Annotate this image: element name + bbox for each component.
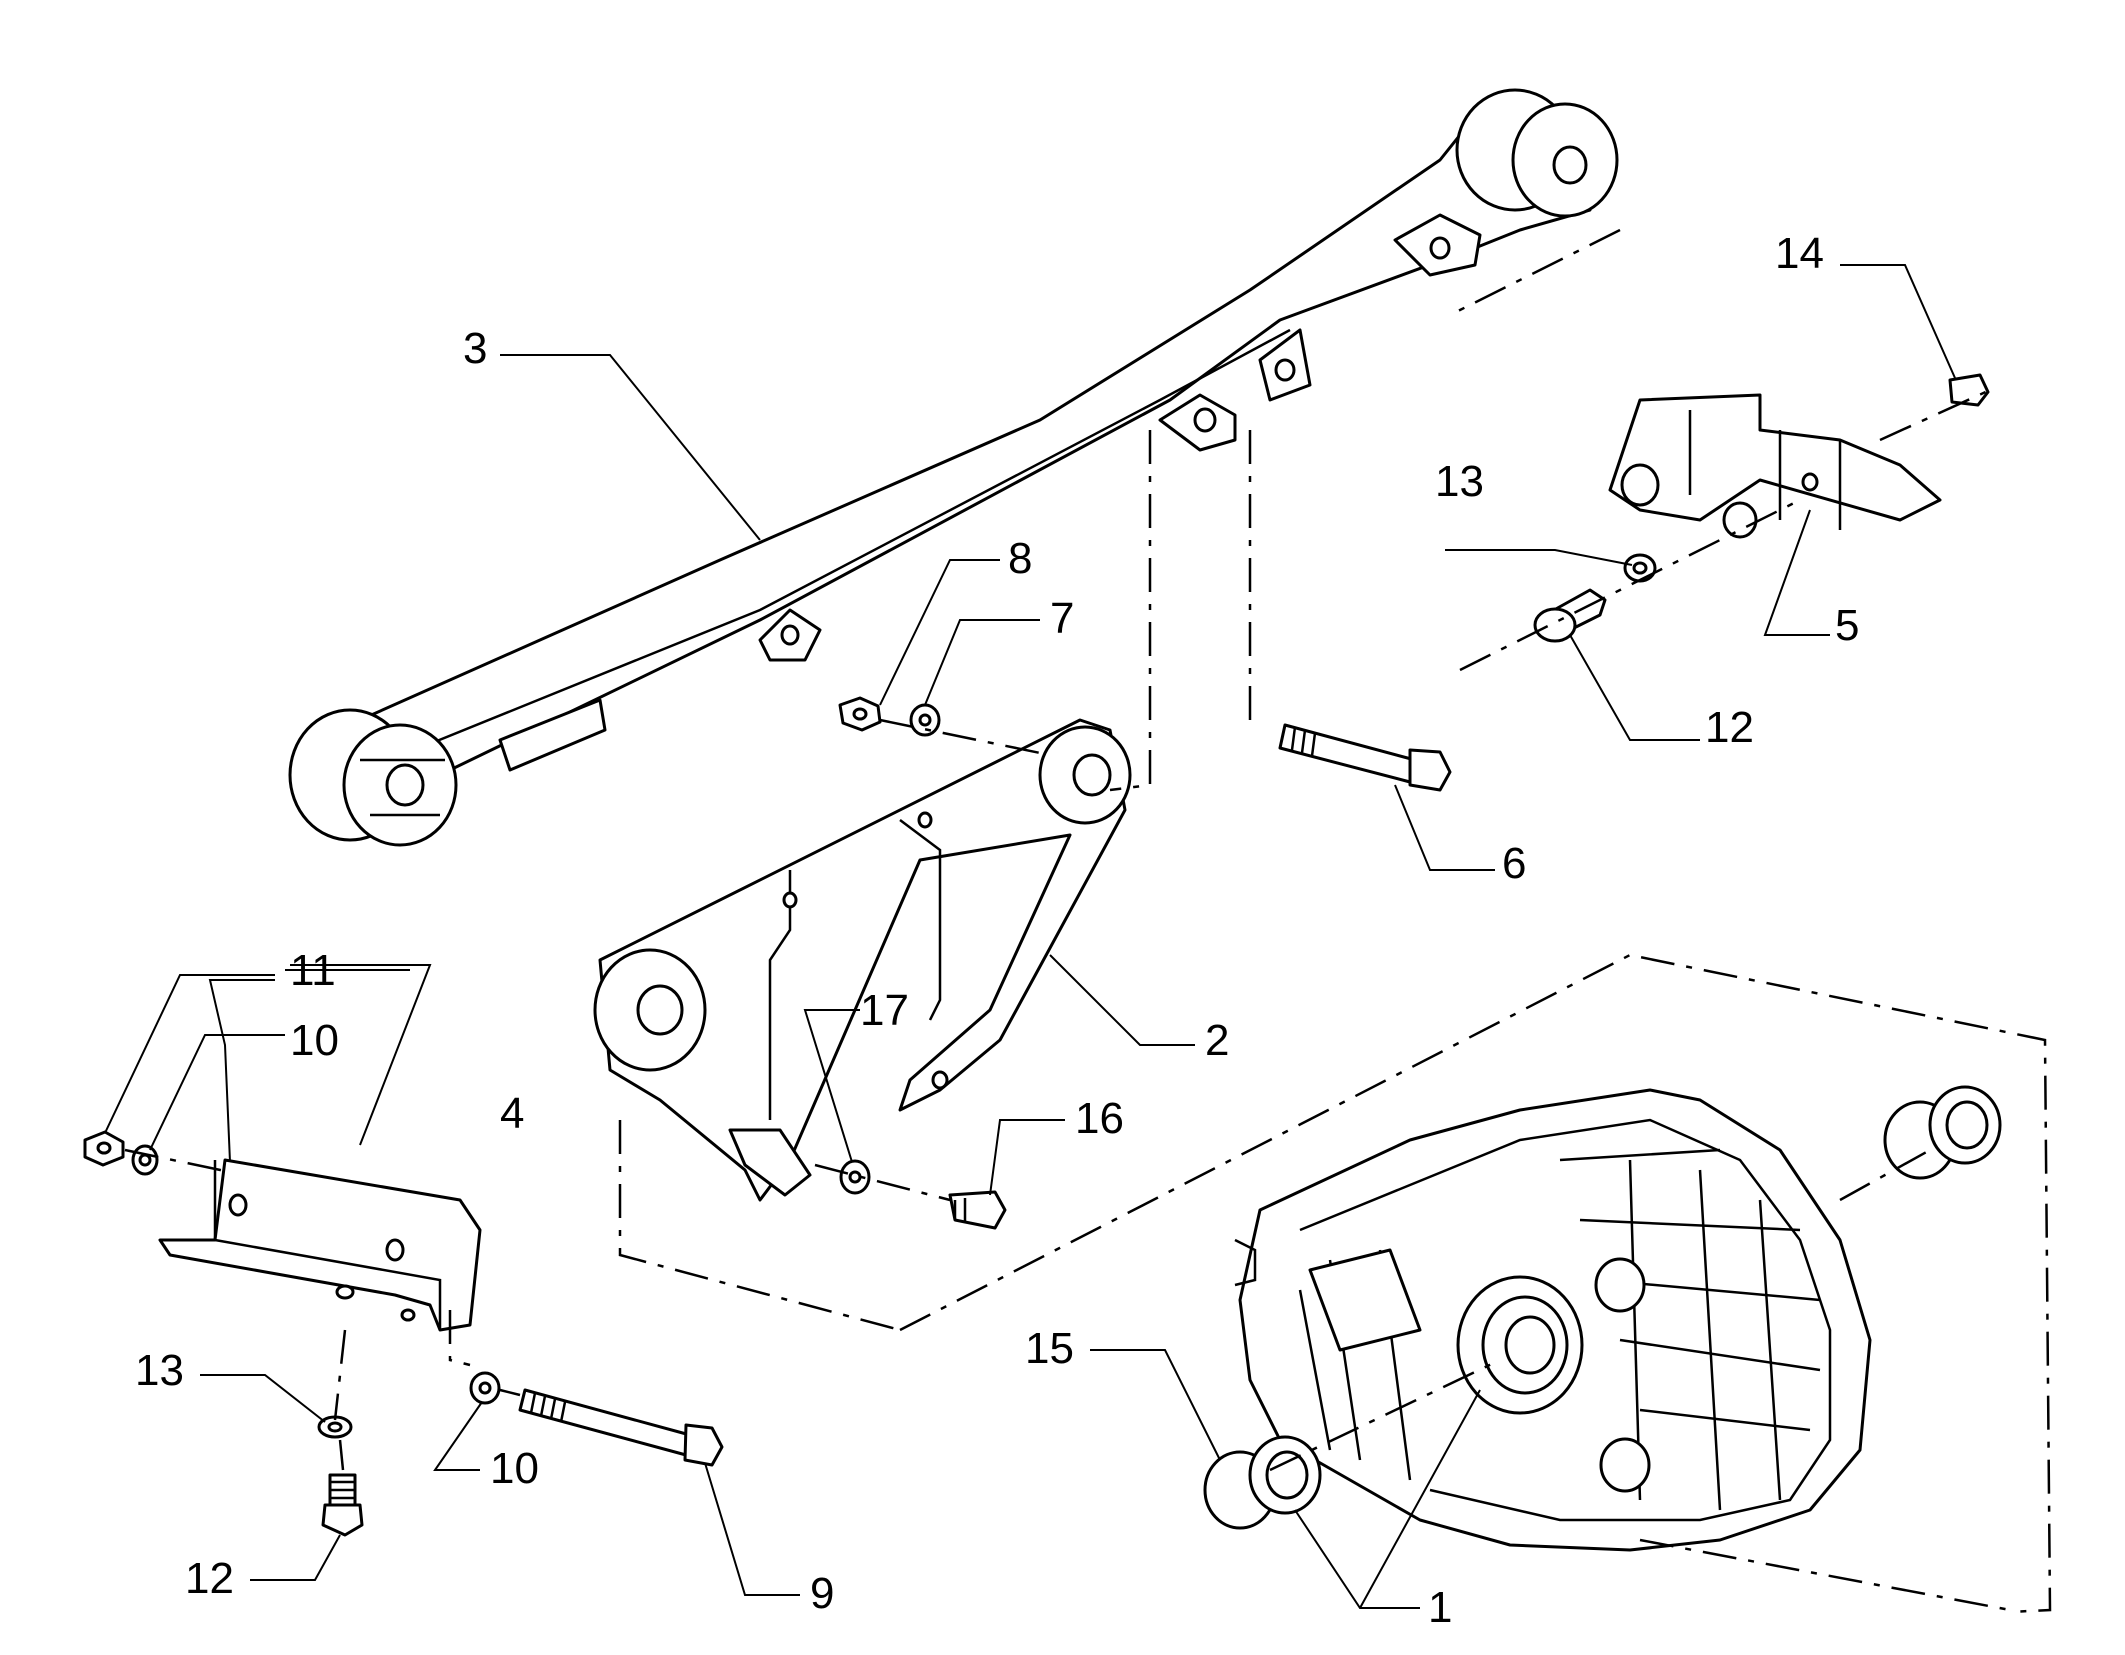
washer-10-lower [469,1371,501,1405]
callout-14: 14 [1775,229,1824,278]
lower-left-angle-bracket [158,1158,482,1332]
callout-10-upper: 10 [290,1016,339,1065]
callout-8: 8 [1008,534,1032,583]
nut-8 [838,696,882,732]
callout-16: 16 [1075,1094,1124,1143]
output-seal-left [1203,1435,1322,1530]
output-seal-right [1883,1085,2002,1180]
washer-7 [909,703,941,737]
bolt-9 [518,1388,724,1467]
callout-17: 17 [860,986,909,1035]
callout-10-lower: 10 [490,1444,539,1493]
bolt-14 [1948,373,1990,407]
leader-lines [104,264,1956,1609]
callout-7: 7 [1050,594,1074,643]
differential-housing [1234,1088,1872,1552]
upper-right-bracket [1608,393,1942,539]
differential-mount-bracket [593,718,1132,1202]
washer-13-upper [1623,553,1657,583]
callout-4: 4 [500,1089,524,1138]
washer-10-upper [131,1144,159,1176]
bolt-6 [1278,723,1452,792]
callout-13-upper: 13 [1435,457,1484,506]
washer-17 [839,1159,871,1195]
assembly-lines [124,228,2052,1614]
callout-2: 2 [1205,1016,1229,1065]
crossmember-beam [288,88,1619,847]
callout-labels: 3 8 7 13 14 5 12 6 2 11 10 4 17 16 13 10… [135,229,1859,1632]
callout-12-upper: 12 [1705,703,1754,752]
callout-1: 1 [1428,1583,1452,1632]
nut-11 [83,1130,125,1167]
bolt-12-lower [321,1473,364,1537]
callout-5: 5 [1835,601,1859,650]
callout-15: 15 [1025,1324,1074,1373]
callout-13-lower: 13 [135,1346,184,1395]
callout-11: 11 [290,946,336,995]
bolt-16 [948,1190,1007,1230]
callout-9: 9 [810,1569,834,1618]
bolt-12-upper [1533,588,1607,643]
callout-3: 3 [463,324,487,373]
callout-6: 6 [1502,839,1526,888]
callout-12-lower: 12 [185,1554,234,1603]
